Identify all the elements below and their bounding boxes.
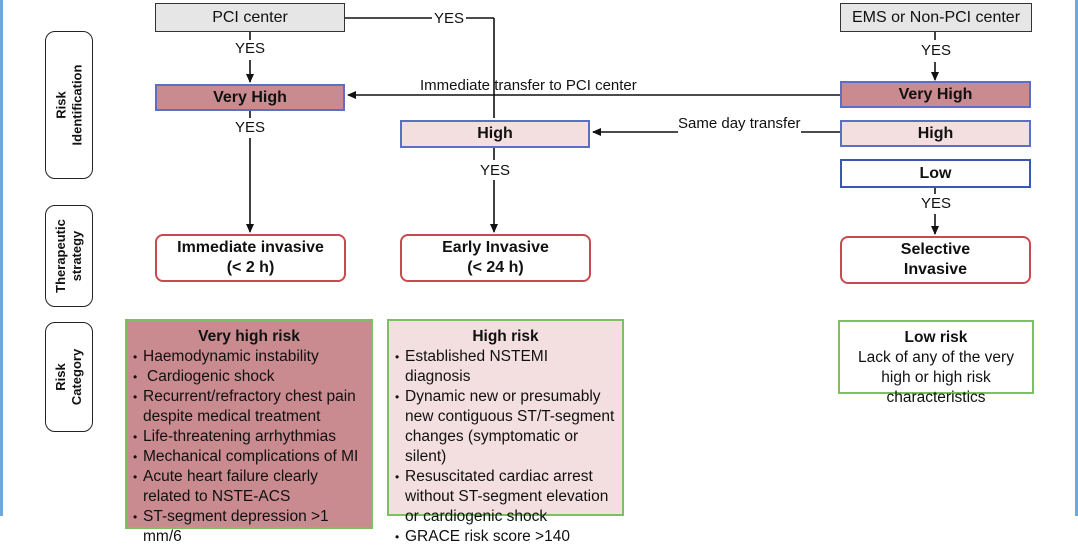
selective-invasive-line2: Invasive bbox=[903, 261, 968, 278]
high-risk-category: High risk Established NSTEMI diagnosis D… bbox=[387, 319, 624, 547]
very-high-label-right: Very High bbox=[898, 85, 973, 103]
yes-label-pci: YES bbox=[235, 40, 266, 58]
right-frame-border bbox=[1075, 0, 1078, 516]
very-high-risk-title: Very high risk bbox=[198, 328, 300, 345]
therapeutic-strategy-line1: Therapeutic bbox=[53, 219, 68, 293]
high-box-center: High bbox=[400, 120, 590, 148]
risk-category-line2: Category bbox=[69, 348, 85, 406]
high-label-center: High bbox=[477, 125, 513, 142]
high-risk-item: Resuscitated cardiac arrest without ST-s… bbox=[395, 467, 616, 527]
pci-center-label: PCI center bbox=[212, 8, 288, 26]
selective-invasive-box: Selective Invasive bbox=[840, 236, 1031, 284]
yes-label-high: YES bbox=[480, 162, 511, 180]
risk-identification-line1: Risk bbox=[53, 91, 69, 119]
immediate-invasive-line2: (< 2 h) bbox=[226, 259, 275, 276]
very-high-risk-category: Very high risk Haemodynamic instability … bbox=[125, 319, 373, 545]
high-risk-item: Dynamic new or presumably new contiguous… bbox=[395, 387, 616, 467]
immediate-invasive-box: Immediate invasive (< 2 h) bbox=[155, 234, 346, 282]
very-high-risk-item: ST-segment depression >1 mm/6 bbox=[133, 507, 365, 547]
early-invasive-box: Early Invasive (< 24 h) bbox=[400, 234, 591, 282]
yes-label-pci-high: YES bbox=[434, 10, 465, 28]
yes-label-low: YES bbox=[921, 195, 952, 213]
very-high-box-right: Very High bbox=[840, 81, 1031, 108]
early-invasive-line1: Early Invasive bbox=[442, 239, 549, 256]
pci-center-box: PCI center bbox=[155, 3, 345, 32]
risk-identification-line2: Identification bbox=[69, 64, 85, 146]
early-invasive-line2: (< 24 h) bbox=[467, 259, 524, 276]
yes-label-very-high: YES bbox=[235, 119, 266, 137]
very-high-risk-list: Haemodynamic instability Cardiogenic sho… bbox=[133, 347, 365, 547]
very-high-risk-item: Life-threatening arrhythmias bbox=[133, 427, 365, 447]
very-high-risk-item: Recurrent/refractory chest pain despite … bbox=[133, 387, 365, 427]
low-risk-title: Low risk bbox=[904, 329, 968, 346]
very-high-risk-item: Cardiogenic shock bbox=[133, 367, 365, 387]
very-high-box-left: Very High bbox=[155, 84, 345, 111]
low-risk-category: Low risk Lack of any of the very high or… bbox=[838, 320, 1034, 406]
left-frame-border bbox=[0, 0, 3, 516]
high-risk-title: High risk bbox=[472, 328, 539, 345]
risk-category-line1: Risk bbox=[53, 363, 69, 391]
selective-invasive-line1: Selective bbox=[900, 241, 971, 258]
very-high-label-left: Very High bbox=[213, 88, 287, 106]
immediate-invasive-line1: Immediate invasive bbox=[177, 239, 324, 256]
ems-center-label: EMS or Non-PCI center bbox=[851, 8, 1021, 26]
very-high-risk-item: Mechanical complications of MI bbox=[133, 447, 365, 467]
very-high-risk-item: Acute heart failure clearly related to N… bbox=[133, 467, 365, 507]
high-label-right: High bbox=[917, 124, 954, 142]
low-label: Low bbox=[919, 164, 952, 182]
high-box-right: High bbox=[840, 120, 1031, 147]
ems-center-box: EMS or Non-PCI center bbox=[840, 3, 1032, 32]
yes-label-ems: YES bbox=[921, 42, 952, 60]
very-high-risk-item: Haemodynamic instability bbox=[133, 347, 365, 367]
low-risk-text: Lack of any of the very high or high ris… bbox=[858, 349, 1014, 406]
therapeutic-strategy-line2: strategy bbox=[69, 230, 84, 282]
low-box: Low bbox=[840, 159, 1031, 188]
high-risk-item: Established NSTEMI diagnosis bbox=[395, 347, 616, 387]
high-risk-list: Established NSTEMI diagnosis Dynamic new… bbox=[395, 347, 616, 547]
immediate-transfer-label: Immediate transfer to PCI center bbox=[420, 77, 637, 94]
same-day-transfer-label: Same day transfer bbox=[678, 115, 801, 133]
high-risk-item: GRACE risk score >140 bbox=[395, 527, 616, 547]
